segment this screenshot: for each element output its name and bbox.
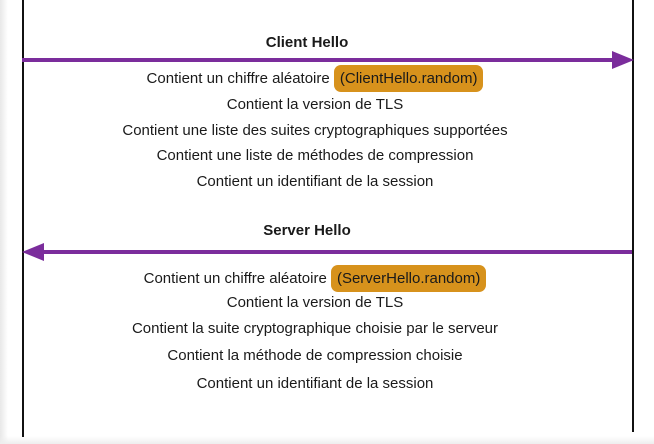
client-hello-session-id-line: Contient un identifiant de la session — [196, 173, 434, 190]
client-hello-random-highlight: (ClientHello.random) — [333, 65, 484, 92]
server-hello-session-id-line: Contient un identifiant de la session — [196, 375, 434, 392]
client-hello-version-line: Contient la version de TLS — [226, 96, 404, 113]
slide-edge-bottom — [0, 436, 654, 444]
server-hello-version-line: Contient la version de TLS — [226, 294, 404, 311]
server-hello-cipher-suite-line: Contient la suite cryptographique choisi… — [131, 320, 499, 337]
server-hello-random-text: Contient un chiffre aléatoire — [143, 270, 331, 287]
client-hello-random-line: Contient un chiffre aléatoire (ClientHel… — [0, 65, 642, 92]
client-hello-random-text: Contient un chiffre aléatoire — [146, 70, 334, 87]
server-hello-arrow — [22, 243, 632, 261]
server-hello-title: Server Hello — [263, 222, 351, 239]
server-hello-random-line: Contient un chiffre aléatoire (ServerHel… — [0, 265, 642, 292]
client-hello-compression-line: Contient une liste de méthodes de compre… — [156, 147, 474, 164]
client-hello-title: Client Hello — [265, 34, 349, 51]
server-hello-arrowhead — [22, 243, 44, 261]
client-lifeline — [22, 0, 24, 437]
client-hello-arrowhead — [612, 51, 634, 69]
server-hello-random-highlight: (ServerHello.random) — [330, 265, 487, 292]
client-hello-cipher-suites-line: Contient une liste des suites cryptograp… — [122, 122, 508, 139]
client-hello-arrow — [22, 51, 634, 69]
server-lifeline — [632, 0, 634, 432]
server-hello-compression-line: Contient la méthode de compression chois… — [167, 347, 463, 364]
slide-edge-left — [0, 0, 8, 444]
